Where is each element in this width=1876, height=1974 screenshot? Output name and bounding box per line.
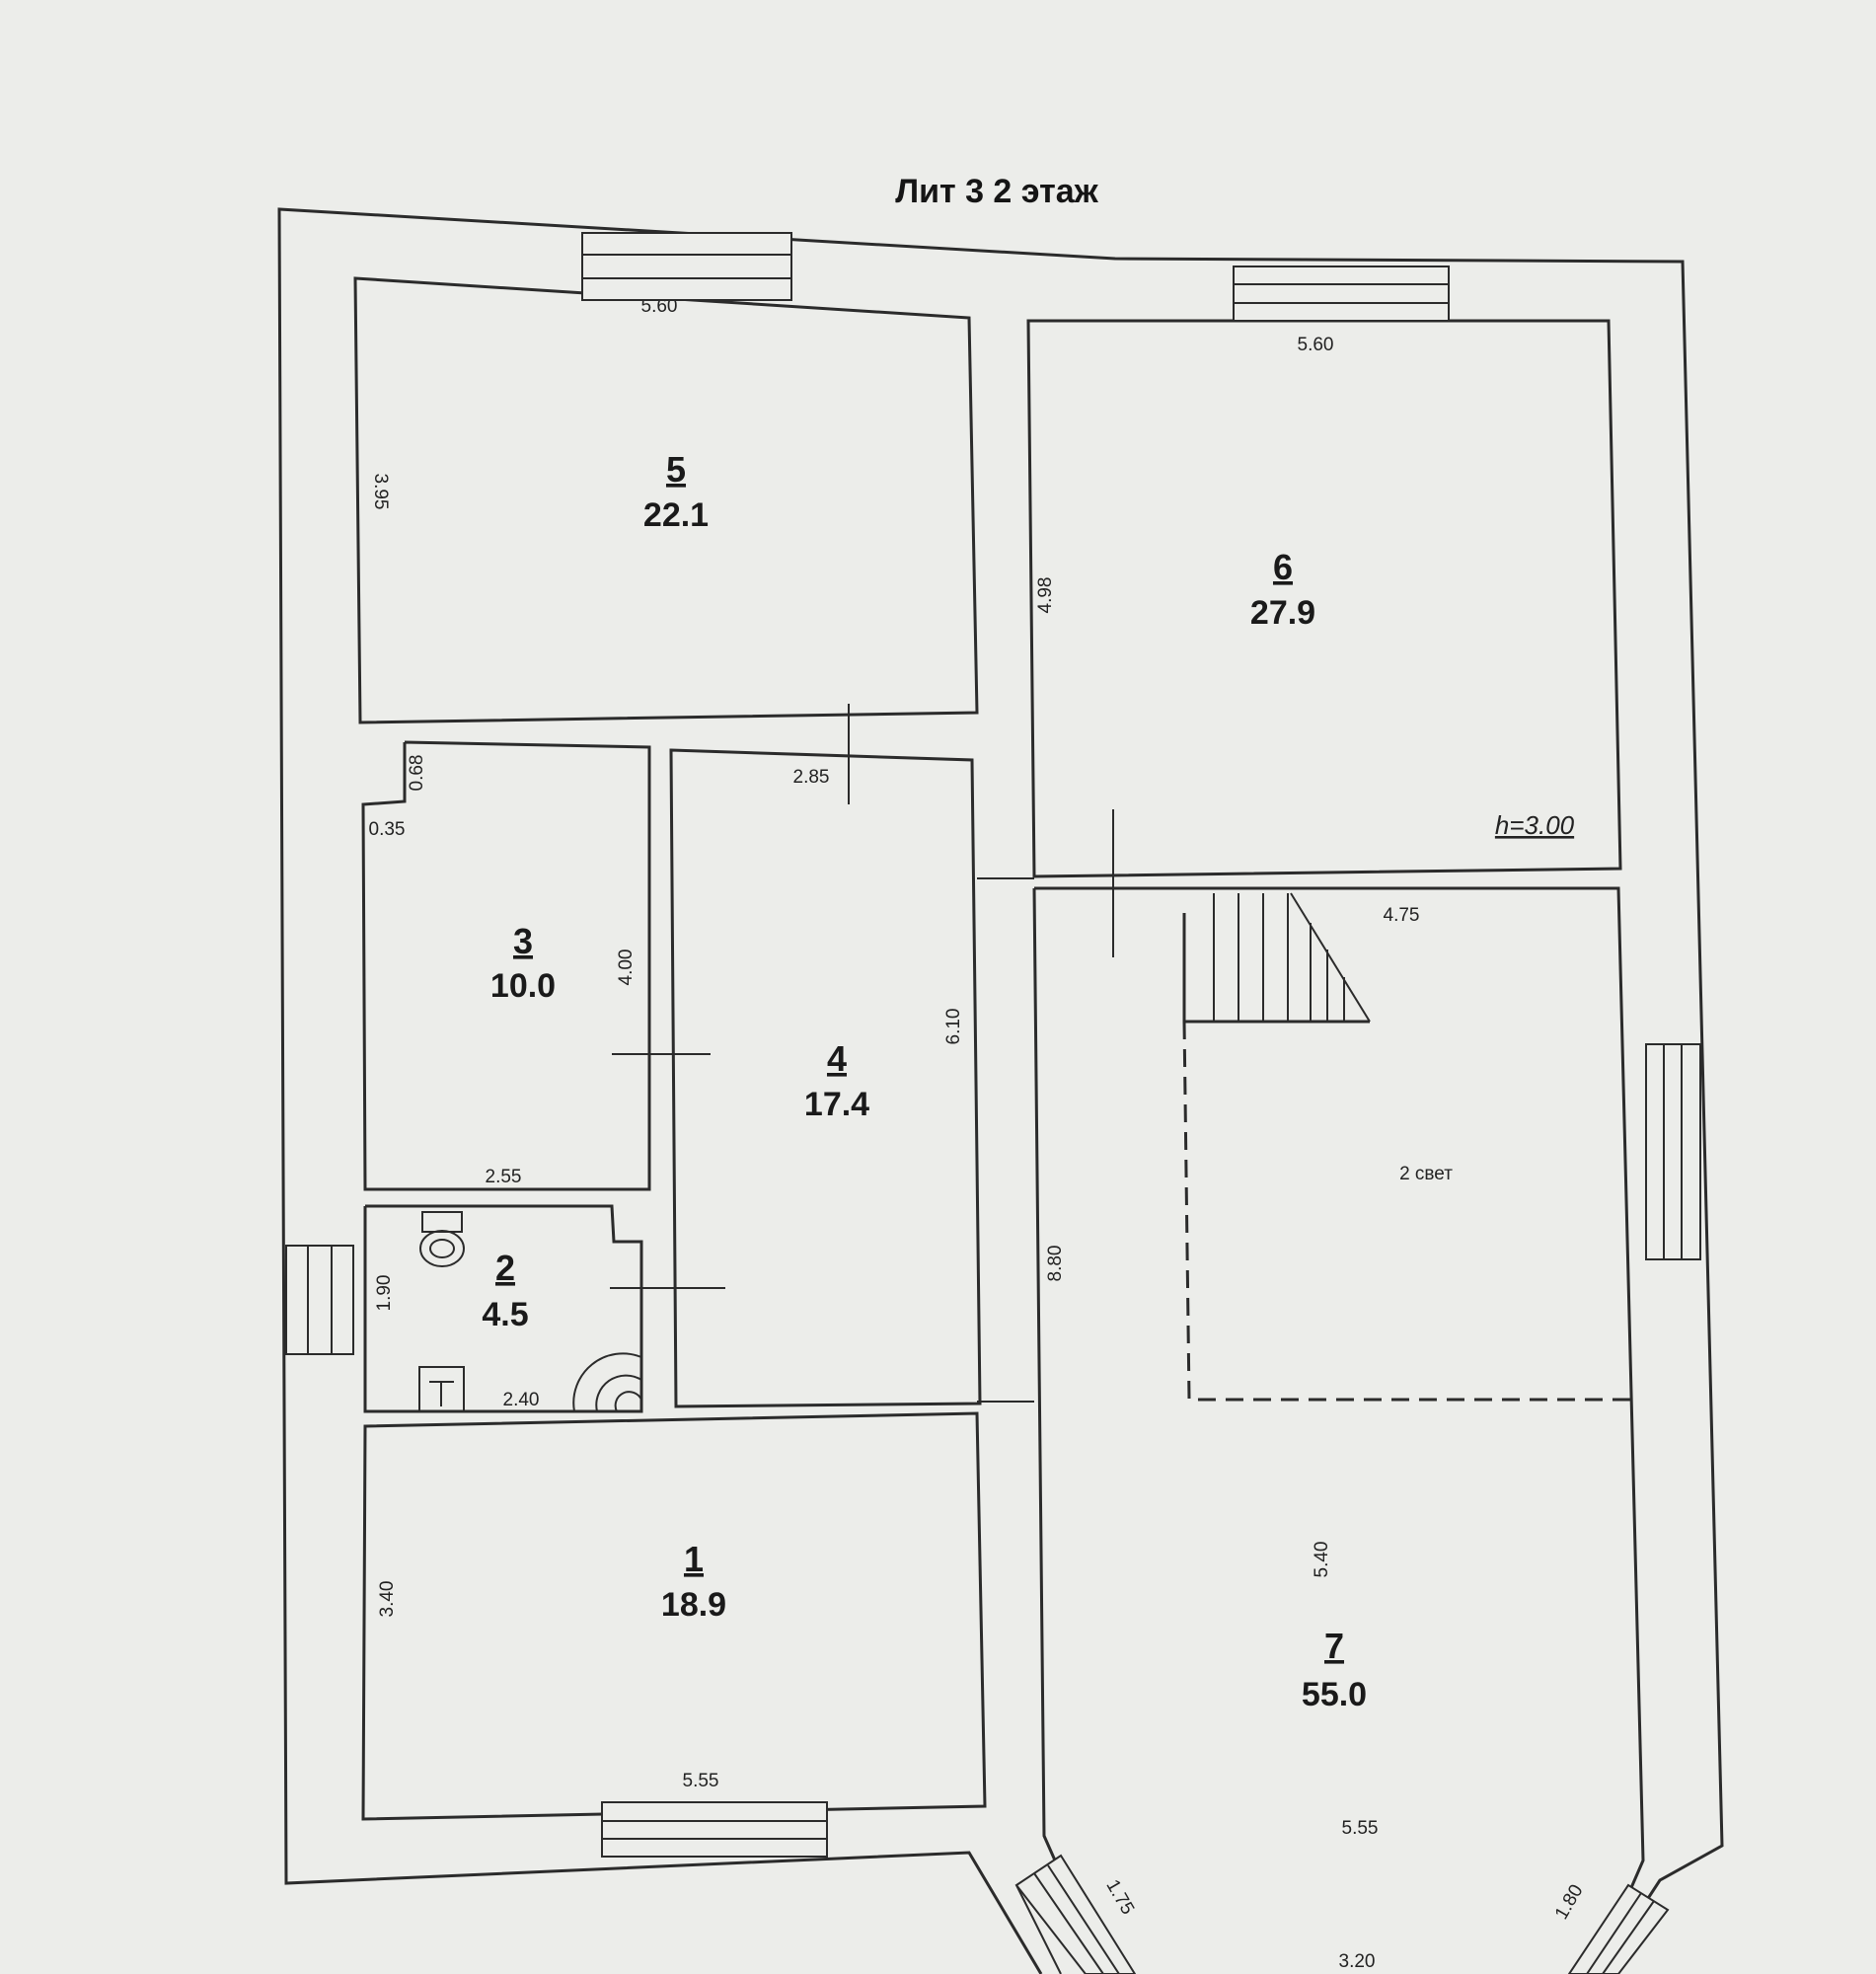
bay-left-label: 1.75: [1101, 1876, 1138, 1919]
staircase-icon: [1182, 892, 1371, 1024]
window-left: [285, 1245, 354, 1355]
room-7-bottom-label: 5.55: [1342, 1818, 1379, 1839]
ceiling-height-note: h=3.00: [1495, 810, 1575, 840]
window-bay-right: [1567, 1883, 1670, 1974]
room-3-number: 3: [513, 921, 533, 961]
room-2: 2 4.5 1.90 2.40: [363, 1204, 643, 1413]
room-2-number: 2: [495, 1248, 515, 1288]
shower-icon: [572, 1352, 642, 1412]
room-4-width-label: 2.85: [793, 767, 830, 788]
double-light-outline: [1182, 1021, 1636, 1402]
door-marks: [977, 877, 1114, 1403]
room-1-area: 18.9: [661, 1586, 726, 1624]
plan-title: Лит 3 2 этаж: [895, 173, 1098, 210]
room-3: 3 10.0 0.68 0.35 4.00 2.55: [361, 740, 651, 1191]
room-4-area: 17.4: [804, 1086, 869, 1123]
room-1-number: 1: [684, 1539, 704, 1579]
room-4: 4 17.4 2.85 6.10: [610, 704, 982, 1408]
room-6-width-label: 5.60: [1298, 335, 1334, 355]
room-7-mid-label: 5.40: [1312, 1542, 1332, 1578]
room-7-number: 7: [1324, 1626, 1344, 1666]
room-3-step-width-label: 0.35: [369, 819, 406, 840]
room-1-height-label: 3.40: [377, 1581, 398, 1618]
room-6-number: 6: [1273, 547, 1293, 587]
room-3-width-label: 2.55: [486, 1167, 522, 1187]
room-7-area: 55.0: [1302, 1676, 1367, 1713]
window-bottom: [601, 1801, 828, 1858]
room-6-area: 27.9: [1250, 594, 1315, 632]
bay-bottom-label: 3.20: [1339, 1951, 1376, 1972]
outer-wall: [277, 207, 1724, 1974]
room-3-area: 10.0: [490, 967, 556, 1005]
room-4-height-label: 6.10: [943, 1009, 964, 1045]
bay-right-label: 1.80: [1551, 1881, 1588, 1924]
room-2-area: 4.5: [482, 1296, 528, 1333]
sink-icon: [418, 1366, 465, 1412]
room-2-height-label: 1.90: [374, 1275, 395, 1312]
room-6-height-label: 4.98: [1035, 577, 1056, 614]
room-3-step-height-label: 0.68: [407, 755, 427, 792]
room-5: 5 22.1 5.60 3.95: [353, 276, 979, 724]
toilet-icon: [419, 1211, 465, 1267]
room-5-height-label: 3.95: [370, 474, 391, 510]
double-light-label: 2 свет: [1399, 1164, 1453, 1184]
room-2-width-label: 2.40: [503, 1390, 540, 1410]
room-6: 6 27.9 5.60 4.98 h=3.00: [1026, 319, 1622, 878]
room-7: 2 свет 7 55.0 4.75 8.80 5.40 5.55 1.75 1…: [1032, 809, 1645, 1974]
room-7-top-label: 4.75: [1384, 905, 1420, 926]
room-1: 1 18.9 3.40 5.55: [361, 1411, 987, 1821]
window-top-left: [581, 232, 792, 301]
room-3-height-label: 4.00: [616, 949, 637, 986]
room-4-number: 4: [827, 1038, 847, 1079]
window-top-right: [1233, 266, 1450, 322]
room-7-left-label: 8.80: [1045, 1246, 1066, 1282]
room-1-width-label: 5.55: [683, 1771, 719, 1791]
room-5-width-label: 5.60: [641, 296, 678, 317]
room-5-area: 22.1: [643, 496, 709, 534]
window-right: [1645, 1043, 1701, 1260]
room-5-number: 5: [666, 449, 686, 490]
window-bay-left: [1014, 1854, 1137, 1974]
